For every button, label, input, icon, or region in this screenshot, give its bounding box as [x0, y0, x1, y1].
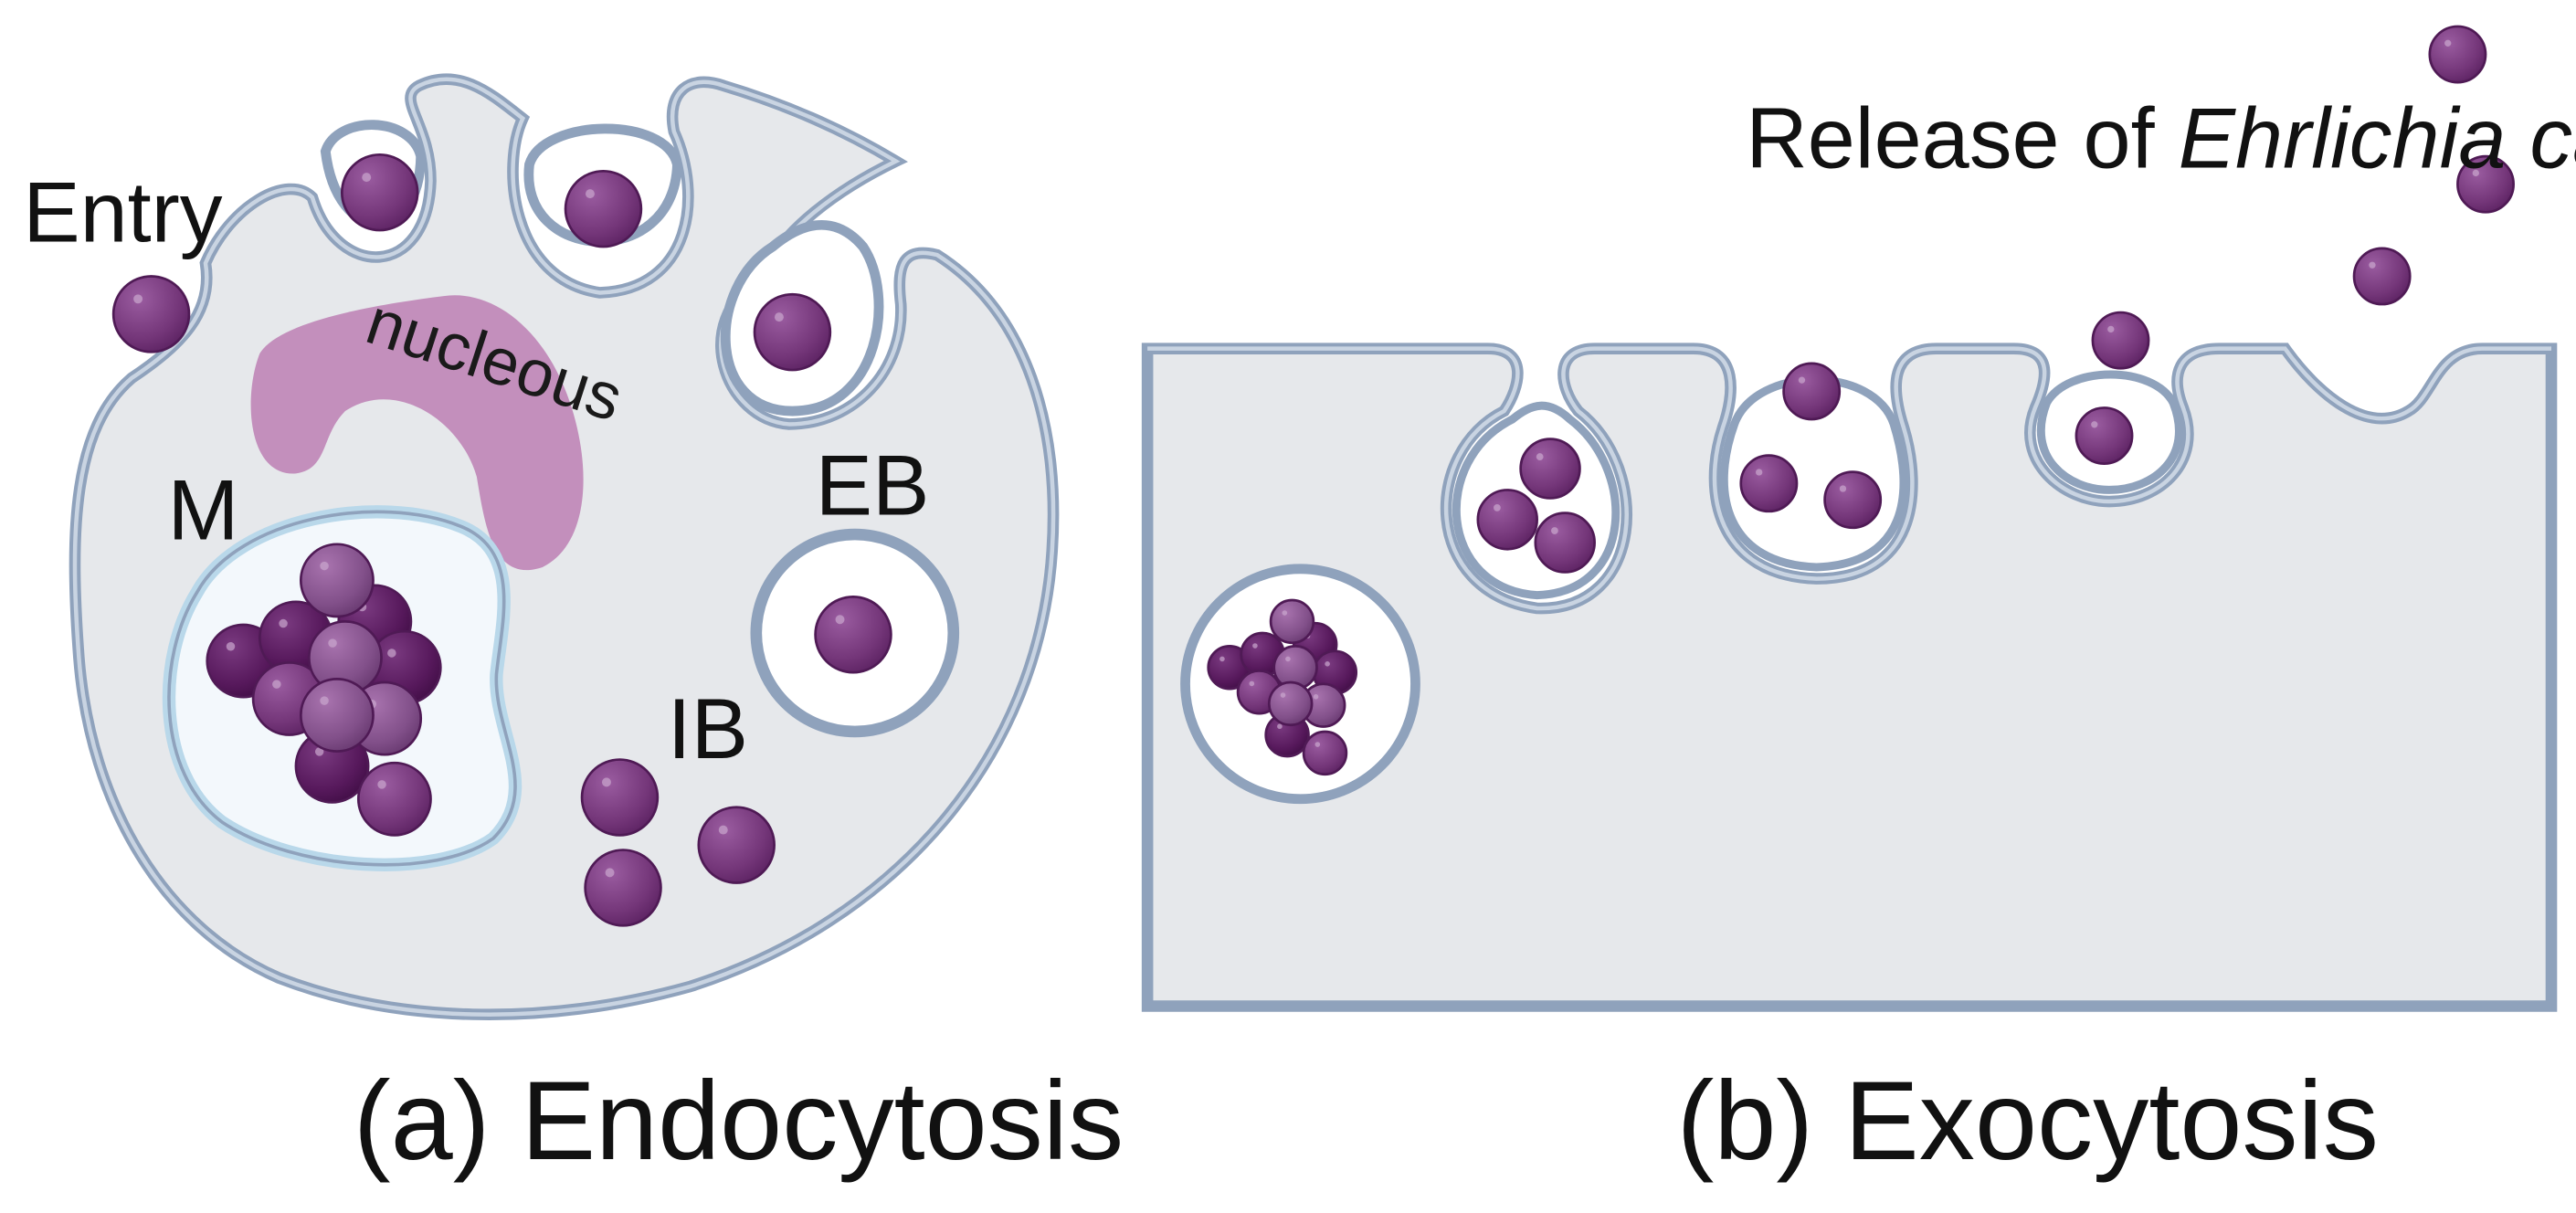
bacterium-highlight [2091, 421, 2098, 428]
morula-bacterium [1269, 598, 1315, 645]
bacterium [697, 806, 776, 884]
bacterium [111, 275, 191, 353]
exocytosis-panel: Release of Ehrlichia canis (b) Exocytosi… [1141, 25, 2576, 1183]
bacterium-highlight [279, 618, 288, 628]
bacterium-highlight [2472, 169, 2479, 177]
bacterium-highlight [133, 294, 143, 304]
bacterium [814, 596, 892, 674]
bacteria-group [111, 153, 892, 927]
bacterium-highlight [1280, 692, 1286, 698]
bacterium [1739, 454, 1799, 513]
bacterium-highlight [377, 780, 386, 789]
bacterium-highlight [1798, 376, 1806, 384]
morula-cluster [206, 543, 442, 837]
bacterium [584, 849, 662, 927]
bacterium-highlight [320, 561, 329, 571]
morula-bacterium [356, 761, 432, 837]
bacterium [564, 169, 643, 248]
bacterium-highlight [1494, 503, 1501, 512]
bacterium-highlight [1839, 485, 1847, 492]
bacterium-highlight [835, 615, 845, 625]
morula-cluster-b [1207, 598, 1358, 776]
bacterium-highlight [314, 747, 324, 756]
bacterium-highlight [387, 649, 396, 658]
bacterium-highlight [1313, 694, 1319, 700]
bacterium-highlight [320, 696, 329, 705]
bacterium-highlight [1249, 680, 1255, 687]
bacterium-highlight [1756, 469, 1763, 476]
bacterium-highlight [1252, 643, 1258, 649]
eb-label: EB [816, 437, 930, 533]
bacterium [2091, 311, 2150, 370]
bacterium [1782, 362, 1842, 421]
endocytosis-caption: (a) Endocytosis [354, 1058, 1124, 1183]
m-label: M [168, 461, 239, 557]
exocytosis-caption: (b) Exocytosis [1677, 1058, 2379, 1183]
bacterium [2352, 247, 2412, 306]
bacterium [1823, 470, 1883, 530]
bacterium [340, 153, 419, 232]
morula-bacterium [1302, 730, 1348, 776]
bacterium [1534, 512, 1596, 574]
ib-label: IB [668, 680, 748, 776]
morula-bacterium [1267, 680, 1314, 727]
bacterium-highlight [1219, 656, 1225, 662]
bacterium-highlight [328, 638, 337, 648]
bacterium [1476, 489, 1538, 551]
endocytosis-panel: nucleous Entry M EB IB (a) Endocytosis [23, 73, 1124, 1183]
bacterium [1519, 438, 1581, 500]
bacterium-highlight [362, 173, 372, 183]
release-prefix: Release of [1746, 90, 2178, 186]
bacterium-highlight [1325, 661, 1330, 667]
bacterium-highlight [1314, 742, 1321, 747]
bacterium-highlight [1551, 527, 1558, 534]
bacterium-highlight [1536, 453, 1544, 460]
entry-label: Entry [23, 164, 223, 260]
bacterium-highlight [2369, 261, 2376, 269]
bacterium [2456, 154, 2515, 214]
morula-bacterium [299, 543, 375, 618]
bacterium-highlight [272, 680, 281, 689]
bacterium-highlight [605, 868, 615, 878]
bacterium [753, 292, 832, 372]
bacterium-highlight [774, 312, 784, 322]
bacterium-highlight [1277, 723, 1283, 730]
bacterium-highlight [1282, 610, 1288, 616]
bacterium [580, 758, 660, 837]
bacterium [2075, 406, 2134, 465]
bacterium [2428, 25, 2487, 84]
bacterium-highlight [1285, 656, 1291, 662]
bacterium-highlight [2444, 39, 2452, 47]
morula-bacterium [299, 678, 375, 753]
bacterium-highlight [586, 189, 595, 199]
release-label: Release of Ehrlichia canis [1746, 90, 2576, 186]
bacteria-group-b [1476, 25, 2515, 574]
species-name: Ehrlichia canis [2179, 90, 2576, 186]
bacterium-highlight [226, 641, 236, 651]
bacterium-highlight [602, 777, 611, 787]
bacterium-highlight [718, 825, 728, 835]
bacterium-highlight [2107, 325, 2115, 333]
nucleus [250, 295, 584, 571]
